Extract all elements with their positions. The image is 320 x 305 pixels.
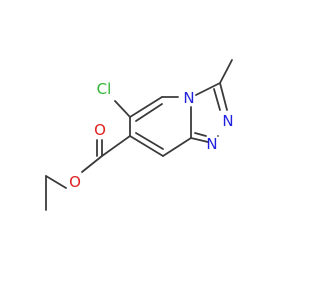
bond-c3-n2 [219,82,228,111]
atom-label-n-bridge: N [183,89,194,107]
bond-c6-c5-inner [135,103,163,122]
bond-o-ester-ch2 [45,175,67,189]
atom-label-n-upper: N [222,112,233,130]
structure-diagram: Cl N N N O O [45,59,234,211]
atom-label-n-lower: N [206,135,217,153]
atom-label-o-ester: O [69,173,81,191]
bond-c8-c7-inner [135,132,164,150]
atom-label-group: Cl N N N O O [69,80,234,191]
bond-c3-n2-inner [213,88,221,111]
bond-nbridge-c3 [195,82,221,96]
bond-c3-methyl [219,59,233,84]
atom-label-chlorine: Cl [97,80,112,98]
bond-carboxyl-o-ester [81,155,103,173]
bond-c6-c5 [129,96,163,118]
bond-n1-c8a [190,137,209,143]
bond-c7-carboxyl [101,135,131,157]
bond-group [45,59,233,211]
bond-n1-c8a-inner [194,132,207,137]
molecule-canvas: Cl N N N O O [45,59,234,211]
bond-cl-c6 [114,100,131,118]
atom-label-o-carbonyl: O [94,121,106,139]
bond-c8a-c8 [162,137,192,157]
bond-c8-c7 [129,135,164,157]
